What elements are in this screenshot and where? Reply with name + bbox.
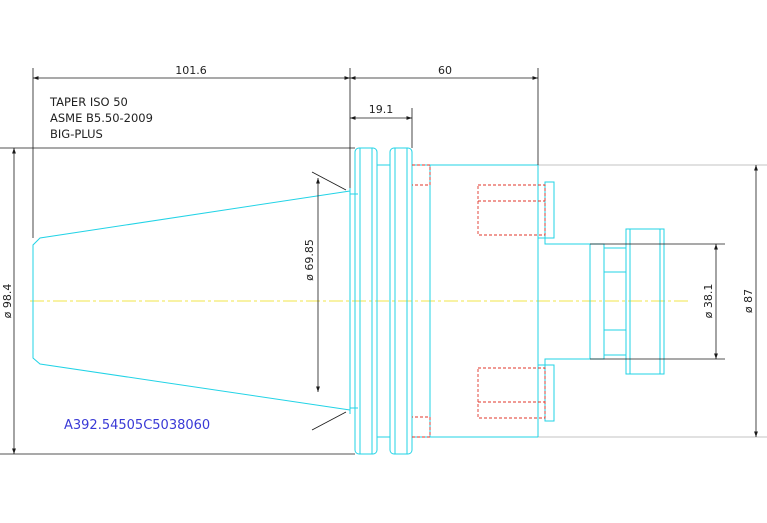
part-number: A392.54505C5038060: [64, 418, 211, 433]
dim-bore-diameter: ø 38.1: [590, 243, 725, 360]
note-taper: TAPER ISO 50: [50, 95, 128, 109]
dim-flange-width-text: 19.1: [369, 103, 394, 116]
dim-body-diameter: ø 87: [742, 165, 758, 437]
dim-bore-diameter-text: ø 38.1: [702, 284, 715, 319]
dim-flange-width: 19.1: [350, 103, 413, 148]
dim-overall-left-text: 101.6: [175, 64, 207, 77]
nose: [538, 228, 665, 375]
note-type: BIG-PLUS: [50, 127, 103, 141]
dim-overall-right: 60: [350, 64, 539, 165]
dim-taper-diameter: ø 69.85: [303, 171, 347, 431]
dim-overall-right-text: 60: [438, 64, 452, 77]
taper-cone: [32, 190, 351, 411]
flange: [349, 147, 413, 455]
dim-overall-left: 101.6: [32, 64, 351, 238]
hidden-lines: [412, 164, 546, 438]
dim-taper-diameter-text: ø 69.85: [303, 239, 316, 281]
dim-flange-diameter: ø 98.4: [1, 148, 16, 454]
dim-body-diameter-text: ø 87: [742, 289, 755, 313]
body: [412, 164, 767, 438]
note-standard: ASME B5.50-2009: [50, 111, 153, 125]
dim-flange-diameter-text: ø 98.4: [1, 284, 14, 319]
